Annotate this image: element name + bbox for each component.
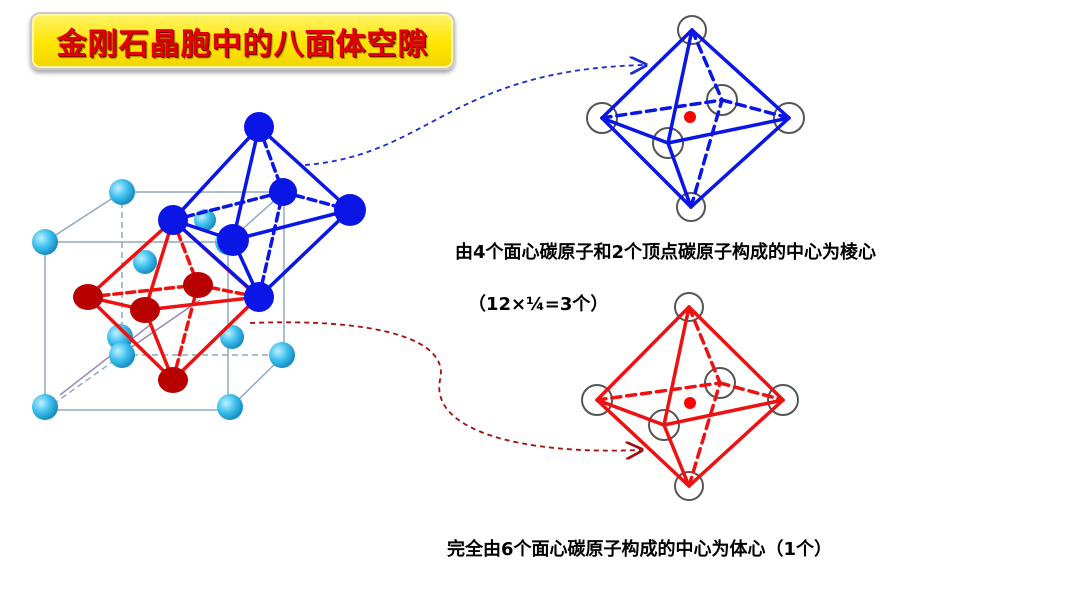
cyan-atom: [220, 325, 244, 349]
caption-edge-center: 由4个面心碳原子和2个顶点碳原子构成的中心为棱心: [455, 242, 877, 263]
red-octahedron-detail: [581, 292, 799, 501]
blue-atom: [217, 224, 249, 256]
void-center-dot: [684, 397, 696, 409]
blue-atom: [334, 194, 366, 226]
cyan-atom: [269, 342, 295, 368]
blue-octahedron-detail: [586, 15, 805, 222]
dark-red-atoms: [73, 272, 213, 393]
cyan-atom: [133, 250, 157, 274]
cyan-atom: [32, 229, 58, 255]
dark-red-atom: [158, 367, 188, 393]
page-title: 金刚石晶胞中的八面体空隙: [56, 27, 429, 62]
red-connector-arrow: [249, 321, 640, 450]
cyan-atom: [217, 394, 243, 420]
cyan-atom: [32, 394, 58, 420]
dark-red-atom: [130, 297, 160, 323]
blue-connector-arrow: [304, 65, 644, 166]
blue-atom: [244, 282, 274, 312]
cyan-atom: [109, 179, 135, 205]
blue-atom: [269, 178, 297, 206]
void-center-dot: [684, 111, 696, 123]
caption-edge-count: （12×¼=3个）: [468, 294, 609, 315]
title-banner: 金刚石晶胞中的八面体空隙: [30, 12, 455, 70]
caption-body-center: 完全由6个面心碳原子构成的中心为体心（1个）: [447, 539, 833, 560]
cyan-atom: [109, 342, 135, 368]
dark-red-atom: [183, 272, 213, 298]
blue-atom: [244, 112, 274, 142]
blue-atom: [158, 205, 188, 235]
dark-red-atom: [73, 284, 103, 310]
blue-atoms: [158, 112, 366, 312]
